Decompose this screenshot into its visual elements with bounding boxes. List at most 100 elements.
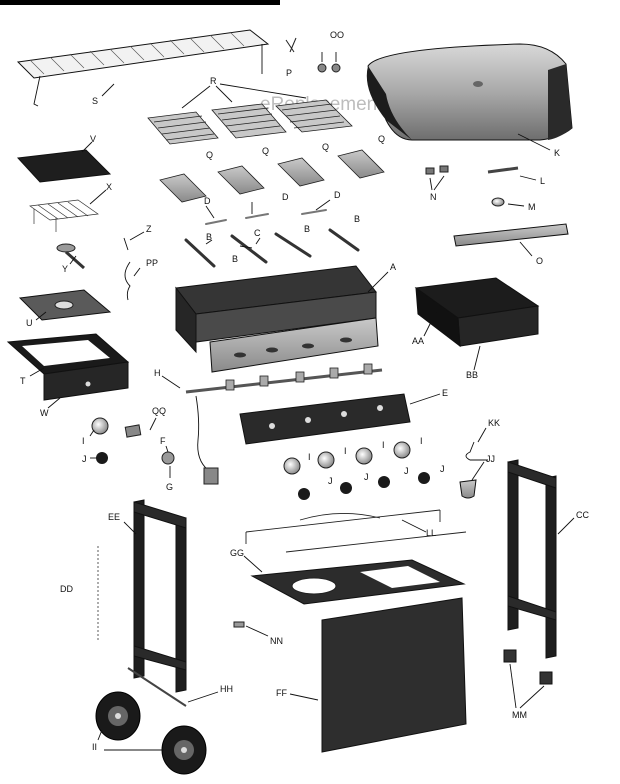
ignition-module-qq [124, 424, 142, 438]
label-CC: CC [576, 510, 589, 520]
side-burner-lid [16, 149, 112, 183]
control-knobs [96, 452, 430, 500]
left-leg-frame [133, 499, 187, 693]
label-Y: Y [62, 264, 68, 274]
label-FF: FF [276, 688, 287, 698]
firebox [175, 265, 379, 373]
label-W: W [40, 408, 49, 418]
label-O: O [536, 256, 543, 266]
label-MM: MM [512, 710, 527, 720]
label-D2: D [282, 192, 289, 202]
hardware-p [285, 37, 297, 53]
label-AA: AA [412, 336, 424, 346]
leader-lines [29, 83, 575, 751]
bottom-shelf [250, 559, 466, 605]
heat-tents [159, 149, 385, 203]
label-R: R [210, 76, 217, 86]
label-QQ: QQ [152, 406, 166, 416]
label-Q2: Q [262, 146, 269, 156]
leg-caps [503, 649, 553, 685]
label-J4: J [404, 466, 409, 476]
label-N: N [430, 192, 437, 202]
label-J2: J [328, 476, 333, 486]
label-F: F [160, 436, 166, 446]
lid-hinges-n [425, 165, 449, 175]
warming-rack [16, 29, 270, 107]
label-A: A [390, 262, 396, 272]
label-I1: I [82, 436, 85, 446]
side-burner-tray [18, 289, 112, 321]
label-B4: B [354, 214, 360, 224]
grease-cup-hook [465, 441, 488, 461]
label-II: II [92, 742, 97, 752]
label-NN: NN [270, 636, 283, 646]
ignitor-wire-pp [124, 261, 131, 301]
wheels [95, 691, 207, 775]
label-P: P [286, 68, 292, 78]
part-labels: S P OO R K V X Q Q Q Q N L M D D D Z B B… [20, 30, 589, 752]
label-B1: B [206, 232, 212, 242]
label-BB: BB [466, 370, 478, 380]
front-panel [321, 597, 467, 753]
label-Q3: Q [322, 142, 329, 152]
label-I4: I [382, 440, 385, 450]
header-bar [0, 0, 280, 5]
label-S: S [92, 96, 98, 106]
control-panel [239, 393, 411, 445]
bottom-rails [245, 509, 467, 553]
label-D3: D [334, 190, 341, 200]
crossover-channels [205, 209, 327, 225]
label-Z: Z [146, 224, 152, 234]
side-shelf-frame [6, 333, 130, 401]
label-JJ: JJ [486, 454, 495, 464]
side-burner-grate [29, 199, 99, 232]
right-side-shelf [414, 277, 540, 348]
label-L: L [540, 176, 545, 186]
label-I2: I [308, 452, 311, 462]
side-burner-valve [56, 243, 85, 270]
label-G: G [166, 482, 173, 492]
label-Q4: Q [378, 134, 385, 144]
screw-nn [233, 621, 245, 628]
label-U: U [26, 318, 33, 328]
axle [127, 667, 187, 707]
burner-tubes [184, 228, 360, 268]
label-J5: J [440, 464, 445, 474]
label-T: T [20, 376, 26, 386]
temperature-gauge-m [491, 197, 505, 207]
label-J1: J [82, 454, 87, 464]
label-GG: GG [230, 548, 244, 558]
label-K: K [554, 148, 560, 158]
label-Q1: Q [206, 150, 213, 160]
ignitor-wire-z [123, 237, 129, 251]
label-PP: PP [146, 258, 158, 268]
grill-lid [366, 43, 573, 141]
label-B3: B [304, 224, 310, 234]
label-HH: HH [220, 684, 233, 694]
label-KK: KK [488, 418, 500, 428]
label-EE: EE [108, 512, 120, 522]
label-B2: B [232, 254, 238, 264]
control-bezels [91, 417, 411, 475]
lid-handle-bracket-l [487, 166, 519, 174]
label-I3: I [344, 446, 347, 456]
grease-cup [459, 479, 477, 499]
regulator-f-g [161, 451, 175, 465]
cooking-grates [147, 99, 353, 145]
label-E: E [442, 388, 448, 398]
label-I5: I [420, 436, 423, 446]
label-OO: OO [330, 30, 344, 40]
right-leg-frame [507, 459, 557, 659]
label-LL: LL [426, 528, 436, 538]
gas-manifold [185, 363, 383, 485]
lid-handle-o [453, 223, 569, 247]
label-X: X [106, 182, 112, 192]
hardware-oo [317, 52, 341, 73]
label-V: V [90, 134, 96, 144]
label-C: C [254, 228, 261, 238]
label-D1: D [204, 196, 211, 206]
label-J3: J [364, 472, 369, 482]
label-H: H [154, 368, 161, 378]
label-M: M [528, 202, 536, 212]
